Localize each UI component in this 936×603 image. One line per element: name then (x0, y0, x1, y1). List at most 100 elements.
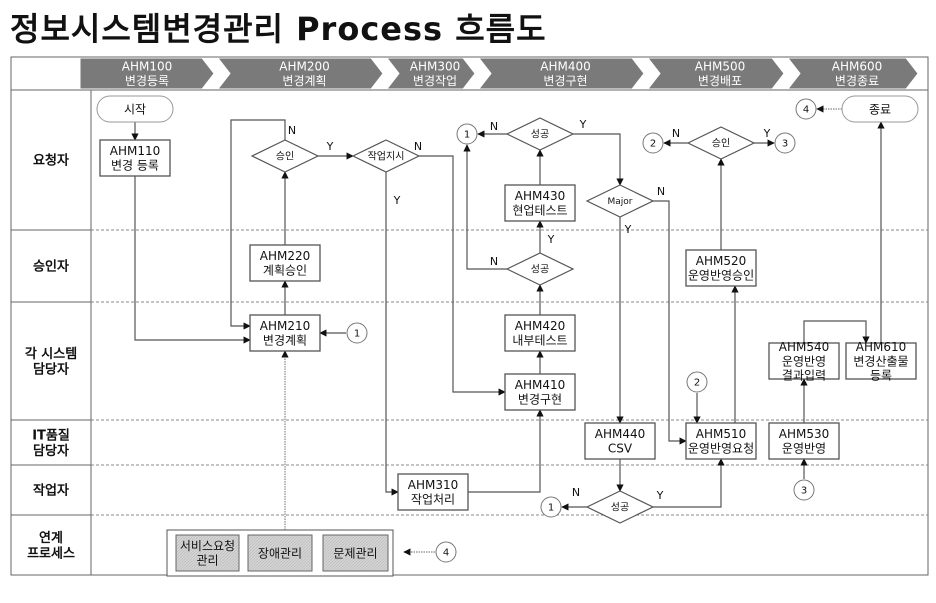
flow-arrow (134, 176, 251, 344)
decision-diamond (505, 252, 575, 286)
decision-work-order[interactable]: 작업지시 (351, 139, 421, 173)
decision-plan-approve[interactable]: 승인 (250, 139, 320, 173)
flow-arrow (573, 133, 624, 186)
task-box (685, 422, 757, 460)
decision-major[interactable]: Major (585, 184, 655, 218)
connector-label: 2 (694, 378, 700, 389)
decision-label: 성공 (531, 129, 549, 141)
decision-user-test-ok[interactable]: 성공 (505, 117, 575, 151)
branch-label-n: N (414, 140, 422, 153)
task-box (504, 184, 576, 222)
branch-label-y: Y (326, 140, 334, 153)
branch-label-y: Y (393, 194, 401, 207)
terminal-label: 시작 (124, 102, 146, 116)
task-box (99, 139, 171, 177)
task-box (845, 342, 917, 380)
connector-circle (456, 123, 478, 145)
connector-label: 1 (464, 130, 470, 141)
terminal-end[interactable]: 종료 (841, 95, 919, 123)
connector-circle (795, 98, 817, 120)
flow-arrow (653, 458, 725, 508)
terminal-start[interactable]: 시작 (96, 95, 174, 123)
decision-internal-test-ok[interactable]: 성공 (505, 252, 575, 286)
connector-circle (793, 479, 815, 501)
connector-1: 1 (456, 123, 478, 145)
connector-circle (435, 541, 457, 563)
decision-diamond (250, 139, 320, 173)
phase-chevron (385, 57, 476, 90)
connector-circle (774, 132, 796, 154)
branch-label-n: N (490, 120, 498, 133)
connector-label: 3 (782, 139, 788, 150)
page-title: 정보시스템변경관리 Process 흐름도 (10, 10, 547, 48)
decision-label: 승인 (712, 138, 730, 150)
connector-1: 1 (346, 322, 368, 344)
decision-label: 성공 (611, 502, 629, 514)
linked-process-item[interactable]: 문제관리 (322, 534, 389, 572)
lane-label-approver: 승인자 (33, 259, 69, 275)
flow-arrow (803, 320, 870, 344)
decision-csv-ok[interactable]: 성공 (585, 490, 655, 524)
connector-label: 3 (801, 486, 807, 497)
connector-1: 1 (540, 496, 562, 518)
branch-label-y: Y (763, 127, 771, 140)
connector-3: 3 (793, 479, 815, 501)
connector-label: 4 (443, 548, 449, 559)
lane-label-worker: 작업자 (33, 483, 69, 499)
connector-2: 2 (686, 371, 708, 393)
phase-chevron (79, 57, 215, 90)
decision-diamond (585, 184, 655, 218)
linked-process-item[interactable]: 장애관리 (247, 534, 313, 572)
linked-process-box (322, 534, 389, 572)
connector-circle (346, 322, 368, 344)
decision-diamond (351, 139, 421, 173)
decision-diamond (686, 126, 756, 160)
connector-label: 4 (803, 105, 809, 116)
branch-label-y: Y (656, 489, 664, 502)
linked-process-label: 문제관리 (333, 546, 377, 560)
linked-process-box (247, 534, 313, 572)
connector-label: 1 (548, 503, 554, 514)
task-box (504, 373, 576, 411)
branch-label-n: N (657, 185, 665, 198)
connector-3: 3 (774, 132, 796, 154)
task-box (768, 422, 840, 460)
decision-diamond (505, 117, 575, 151)
decision-deploy-approve[interactable]: 승인 (686, 126, 756, 160)
connector-4: 4 (435, 541, 457, 563)
branch-label-y: Y (579, 118, 587, 131)
